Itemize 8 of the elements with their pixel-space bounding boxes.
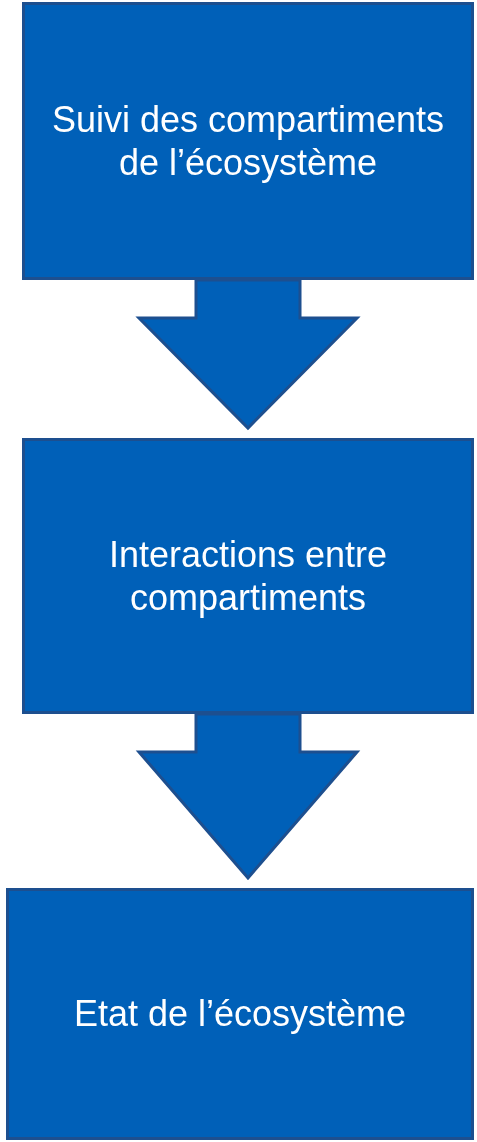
process-box [22,2,474,280]
box-label: Suivi des compartiments de l’écosystème [50,97,446,185]
block-arrow [135,278,361,431]
box-label: Interactions entre compartiments [107,532,389,620]
process-box [6,888,474,1140]
box-label: Etat de l’écosystème [73,992,407,1036]
process-box [22,438,474,714]
block-arrow [135,712,361,881]
